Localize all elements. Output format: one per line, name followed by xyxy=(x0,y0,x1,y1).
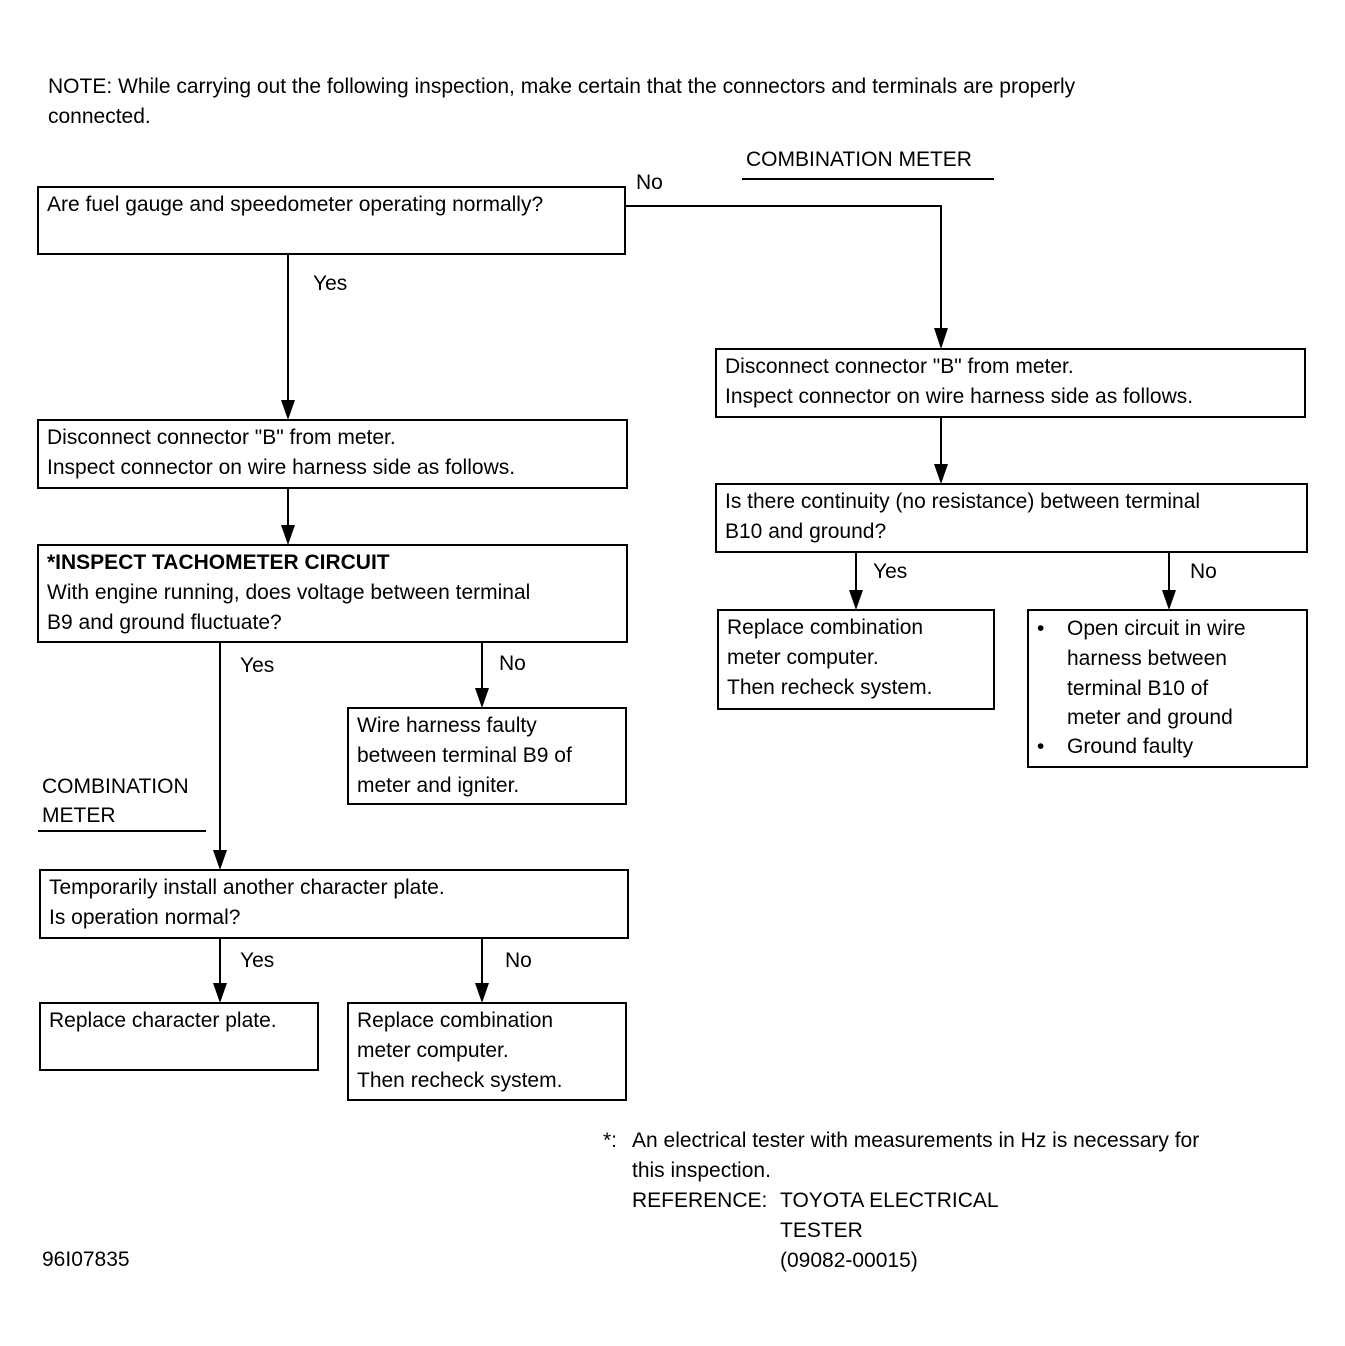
footnote-reference-label: REFERENCE: xyxy=(632,1189,768,1212)
branch-label-yes: Yes xyxy=(240,949,275,972)
box-text: Replace combination xyxy=(727,616,924,639)
footnote-line-1: An electrical tester with measurements i… xyxy=(632,1129,1200,1152)
box-text: Replace character plate. xyxy=(49,1009,277,1032)
box-text: meter computer. xyxy=(727,646,879,669)
branch-label-yes: Yes xyxy=(240,654,275,677)
branch-label-yes: Yes xyxy=(313,272,348,295)
arrowhead xyxy=(281,400,295,420)
arrowhead xyxy=(475,983,489,1003)
list-item-line: terminal B10 of xyxy=(1067,677,1209,700)
branch-label-no: No xyxy=(1190,560,1217,583)
section-label-combination-meter-left-1: COMBINATION xyxy=(42,775,189,798)
box-replace-character-plate: Replace character plate. xyxy=(39,1002,319,1071)
section-label-underline xyxy=(742,178,994,180)
box-text: Then recheck system. xyxy=(357,1069,563,1092)
section-label-combination-meter-left-2: METER xyxy=(42,804,116,827)
footnote-marker: *: xyxy=(603,1129,618,1152)
box-continuity-b10-question: Is there continuity (no resistance) betw… xyxy=(715,483,1308,553)
box-text: meter and igniter. xyxy=(357,774,520,797)
footnote-reference-line-1: TOYOTA ELECTRICAL xyxy=(780,1189,999,1212)
box-text: between terminal B9 of xyxy=(357,744,572,767)
box-text: Wire harness faulty xyxy=(357,714,537,737)
note-line-2: connected. xyxy=(48,105,151,128)
arrowhead xyxy=(1162,590,1176,610)
box-text: Then recheck system. xyxy=(727,676,933,699)
box-text: Temporarily install another character pl… xyxy=(49,876,445,899)
arrowhead xyxy=(213,983,227,1003)
arrowhead xyxy=(934,328,948,349)
bullet-icon: • xyxy=(1037,617,1045,640)
box-heading: *INSPECT TACHOMETER CIRCUIT xyxy=(47,551,390,574)
list-item-line: Ground faulty xyxy=(1067,735,1194,758)
box-inspect-tachometer-circuit: *INSPECT TACHOMETER CIRCUIT With engine … xyxy=(37,544,628,643)
box-fuel-gauge-question: Are fuel gauge and speedometer operating… xyxy=(37,186,626,255)
arrowhead xyxy=(213,850,227,870)
arrowhead xyxy=(281,525,295,545)
box-text: Is operation normal? xyxy=(49,906,241,929)
box-disconnect-connector-left: Disconnect connector "B" from meter. Ins… xyxy=(37,419,628,489)
box-text: B9 and ground fluctuate? xyxy=(47,611,282,634)
branch-label-yes: Yes xyxy=(873,560,908,583)
list-item-line: Open circuit in wire xyxy=(1067,617,1246,640)
box-disconnect-connector-right: Disconnect connector "B" from meter. Ins… xyxy=(715,348,1306,418)
arrowhead xyxy=(475,688,489,708)
branch-label-no: No xyxy=(499,652,526,675)
footnote-reference-line-2: TESTER xyxy=(780,1219,863,1242)
list-item-line: harness between xyxy=(1067,647,1227,670)
box-text: Is there continuity (no resistance) betw… xyxy=(725,490,1201,513)
branch-label-no: No xyxy=(636,171,663,194)
figure-id: 96I07835 xyxy=(42,1248,130,1271)
section-label-underline-left xyxy=(38,830,206,832)
box-replace-meter-computer-left: Replace combination meter computer. Then… xyxy=(347,1002,627,1101)
box-text: B10 and ground? xyxy=(725,520,887,543)
branch-label-no: No xyxy=(505,949,532,972)
note-line-1: NOTE: While carrying out the following i… xyxy=(48,75,1076,98)
arrowhead xyxy=(849,590,863,610)
connector-line xyxy=(626,205,942,330)
bullet-icon: • xyxy=(1037,735,1045,758)
footnote-line-2: this inspection. xyxy=(632,1159,771,1182)
list-item-line: meter and ground xyxy=(1067,706,1233,729)
box-text: Inspect connector on wire harness side a… xyxy=(47,456,516,479)
box-text: Replace combination xyxy=(357,1009,554,1032)
box-replace-meter-computer-right: Replace combination meter computer. Then… xyxy=(717,609,995,710)
box-text: Are fuel gauge and speedometer operating… xyxy=(47,193,544,216)
box-open-circuit-causes: • Open circuit in wire harness between t… xyxy=(1027,609,1308,768)
box-wire-harness-faulty: Wire harness faulty between terminal B9 … xyxy=(347,707,627,805)
arrowhead xyxy=(934,464,948,484)
section-label-combination-meter: COMBINATION METER xyxy=(746,148,972,171)
box-text: meter computer. xyxy=(357,1039,509,1062)
box-character-plate-question: Temporarily install another character pl… xyxy=(39,869,629,939)
box-text: Disconnect connector "B" from meter. xyxy=(725,355,1074,378)
box-text: With engine running, does voltage betwee… xyxy=(47,581,531,604)
box-text: Inspect connector on wire harness side a… xyxy=(725,385,1194,408)
footnote-reference-line-3: (09082-00015) xyxy=(780,1249,918,1272)
box-text: Disconnect connector "B" from meter. xyxy=(47,426,396,449)
